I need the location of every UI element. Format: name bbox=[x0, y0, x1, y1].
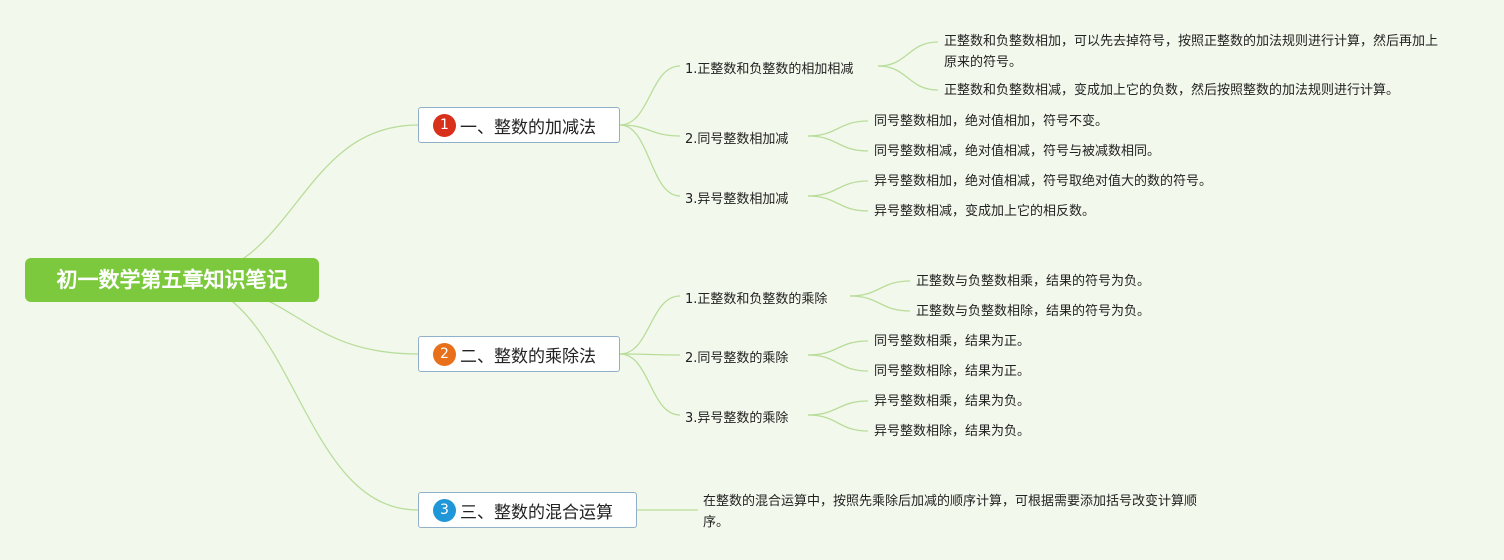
link-root-s1 bbox=[174, 124, 419, 281]
subtopic-2-1[interactable]: 1.正整数和负整数的乘除 bbox=[685, 292, 828, 307]
mixed-operations-note[interactable]: 在整数的混合运算中，按照先乘除后加减的顺序计算，可根据需要添加括号改变计算顺序。 bbox=[703, 494, 1198, 530]
number-badge: 2 bbox=[433, 342, 456, 366]
link-sub13-p1 bbox=[807, 180, 869, 197]
link-s2-sub3 bbox=[619, 353, 681, 416]
point-1-1-1[interactable]: 正整数和负整数相加，可以先去掉符号，按照正整数的加法规则进行计算，然后再加上原来… bbox=[944, 34, 1439, 70]
link-s2-sub1 bbox=[619, 295, 681, 355]
section-3-topic[interactable]: 3 三、整数的混合运算 bbox=[418, 492, 637, 528]
point-2-3-2[interactable]: 异号整数相除，结果为负。 bbox=[874, 424, 1031, 439]
link-root-s3 bbox=[174, 279, 419, 511]
link-sub23-p2 bbox=[807, 414, 869, 432]
number-badge: 1 bbox=[433, 113, 456, 137]
link-s1-sub2 bbox=[619, 124, 681, 137]
number-badge: 3 bbox=[433, 498, 456, 522]
point-1-3-2[interactable]: 异号整数相减，变成加上它的相反数。 bbox=[874, 204, 1096, 219]
link-sub22-p1 bbox=[807, 340, 869, 356]
link-sub11-p1 bbox=[877, 41, 939, 67]
point-1-3-1[interactable]: 异号整数相加，绝对值相减，符号取绝对值大的数的符号。 bbox=[874, 174, 1213, 189]
link-s1-sub3 bbox=[619, 124, 681, 197]
link-s2-sub2 bbox=[619, 353, 681, 356]
point-2-2-2[interactable]: 同号整数相除，结果为正。 bbox=[874, 364, 1031, 379]
link-sub21-p1 bbox=[849, 280, 911, 297]
link-sub12-p1 bbox=[807, 120, 869, 137]
subtopic-1-1[interactable]: 1.正整数和负整数的相加相减 bbox=[685, 62, 854, 77]
section-title: 一、整数的加减法 bbox=[460, 117, 596, 138]
link-s1-sub1 bbox=[619, 65, 681, 126]
section-title: 二、整数的乘除法 bbox=[460, 346, 596, 367]
section-2-topic[interactable]: 2 二、整数的乘除法 bbox=[418, 336, 620, 372]
link-sub21-p2 bbox=[849, 295, 911, 312]
point-1-2-1[interactable]: 同号整数相加，绝对值相加，符号不变。 bbox=[874, 114, 1109, 129]
section-1-topic[interactable]: 1 一、整数的加减法 bbox=[418, 107, 620, 143]
point-1-2-2[interactable]: 同号整数相减，绝对值相减，符号与被减数相同。 bbox=[874, 144, 1161, 159]
link-sub11-p2 bbox=[877, 65, 939, 91]
point-2-2-1[interactable]: 同号整数相乘，结果为正。 bbox=[874, 334, 1031, 349]
link-sub22-p2 bbox=[807, 354, 869, 372]
link-sub23-p1 bbox=[807, 400, 869, 416]
subtopic-2-3[interactable]: 3.异号整数的乘除 bbox=[685, 411, 789, 426]
root-topic[interactable]: 初一数学第五章知识笔记 bbox=[25, 258, 319, 302]
point-2-1-1[interactable]: 正整数与负整数相乘，结果的符号为负。 bbox=[916, 274, 1151, 289]
subtopic-1-2[interactable]: 2.同号整数相加减 bbox=[685, 132, 789, 147]
point-1-1-2[interactable]: 正整数和负整数相减，变成加上它的负数，然后按照整数的加法规则进行计算。 bbox=[944, 83, 1400, 98]
subtopic-1-3[interactable]: 3.异号整数相加减 bbox=[685, 192, 789, 207]
link-sub13-p2 bbox=[807, 195, 869, 212]
point-2-1-2[interactable]: 正整数与负整数相除，结果的符号为负。 bbox=[916, 304, 1151, 319]
link-sub12-p2 bbox=[807, 135, 869, 152]
section-title: 三、整数的混合运算 bbox=[460, 502, 613, 523]
subtopic-2-2[interactable]: 2.同号整数的乘除 bbox=[685, 351, 789, 366]
point-2-3-1[interactable]: 异号整数相乘，结果为负。 bbox=[874, 394, 1031, 409]
